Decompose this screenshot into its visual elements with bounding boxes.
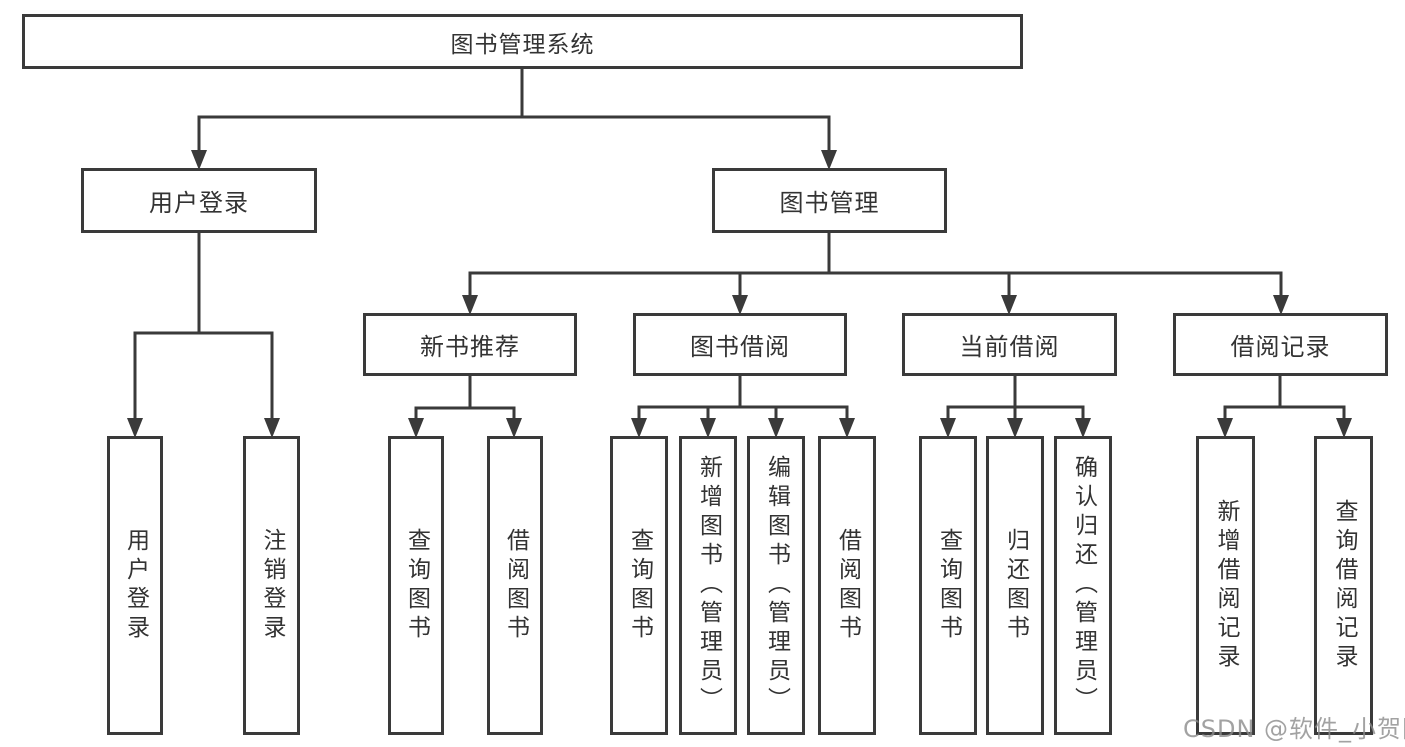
leaf-return-book: 归还图书 [986, 436, 1044, 735]
arrowhead-icon [191, 150, 207, 170]
arrowhead-icon [631, 418, 647, 438]
leaf-borrow-books: 借阅图书 [818, 436, 876, 735]
leaf-confirm-return-admin: 确认归还（管理员） [1054, 436, 1112, 735]
arrowhead-icon [1273, 295, 1289, 315]
leaf-query-books-current: 查询图书 [919, 436, 977, 735]
leaf-label: 查询图书 [935, 527, 962, 644]
connector-book-borrow [637, 376, 849, 428]
connector-user-login [133, 233, 274, 428]
node-current-borrow: 当前借阅 [902, 313, 1117, 376]
leaf-label: 查询图书 [626, 527, 653, 644]
leaf-add-borrow-record: 新增借阅记录 [1196, 436, 1255, 735]
node-user-login: 用户登录 [81, 168, 317, 233]
leaf-query-books-borrow: 查询图书 [610, 436, 668, 735]
arrowhead-icon [1001, 295, 1017, 315]
arrowhead-icon [408, 418, 424, 438]
leaf-user-login: 用户登录 [107, 436, 163, 735]
connector-borrow-records [1223, 376, 1346, 428]
arrowhead-icon [1336, 418, 1352, 438]
connector-current-borrow [946, 376, 1085, 428]
arrowhead-icon [1007, 418, 1023, 438]
arrowhead-icon [1217, 418, 1233, 438]
leaf-label: 归还图书 [1002, 527, 1029, 644]
arrowhead-icon [700, 418, 716, 438]
node-new-book-recommend: 新书推荐 [363, 313, 577, 376]
arrowhead-icon [839, 418, 855, 438]
arrowhead-icon [940, 418, 956, 438]
node-root-system: 图书管理系统 [22, 14, 1023, 69]
leaf-label: 注销登录 [259, 527, 285, 644]
leaf-label: 借阅图书 [502, 527, 529, 644]
node-book-management: 图书管理 [712, 168, 947, 233]
leaf-query-books-recommend: 查询图书 [388, 436, 444, 735]
node-borrow-records: 借阅记录 [1173, 313, 1388, 376]
connector-root [197, 69, 831, 160]
leaf-logout: 注销登录 [243, 436, 300, 735]
leaf-label: 查询借阅记录 [1331, 498, 1357, 673]
arrowhead-icon [462, 295, 478, 315]
arrowhead-icon [768, 418, 784, 438]
watermark: CSDN @软件_小贺同学 [1183, 715, 1405, 743]
leaf-query-borrow-record: 查询借阅记录 [1314, 436, 1373, 735]
leaf-label: 编辑图书（管理员） [763, 455, 790, 716]
leaf-label: 新增借阅记录 [1213, 498, 1239, 673]
node-book-borrow: 图书借阅 [633, 313, 847, 376]
arrowhead-icon [127, 418, 143, 438]
connector-book-mgmt [468, 233, 1283, 305]
arrowhead-icon [732, 295, 748, 315]
leaf-label: 用户登录 [122, 527, 149, 644]
leaf-label: 新增图书（管理员） [695, 455, 722, 716]
arrowhead-icon [821, 150, 837, 170]
leaf-label: 确认归还（管理员） [1070, 455, 1097, 716]
leaf-label: 借阅图书 [834, 527, 861, 644]
leaf-add-book-admin: 新增图书（管理员） [679, 436, 737, 735]
leaf-edit-book-admin: 编辑图书（管理员） [747, 436, 805, 735]
arrowhead-icon [1075, 418, 1091, 438]
arrowhead-icon [506, 418, 522, 438]
connector-new-book [414, 376, 516, 428]
arrowhead-icon [264, 418, 280, 438]
leaf-borrow-books-recommend: 借阅图书 [487, 436, 543, 735]
leaf-label: 查询图书 [403, 527, 430, 644]
